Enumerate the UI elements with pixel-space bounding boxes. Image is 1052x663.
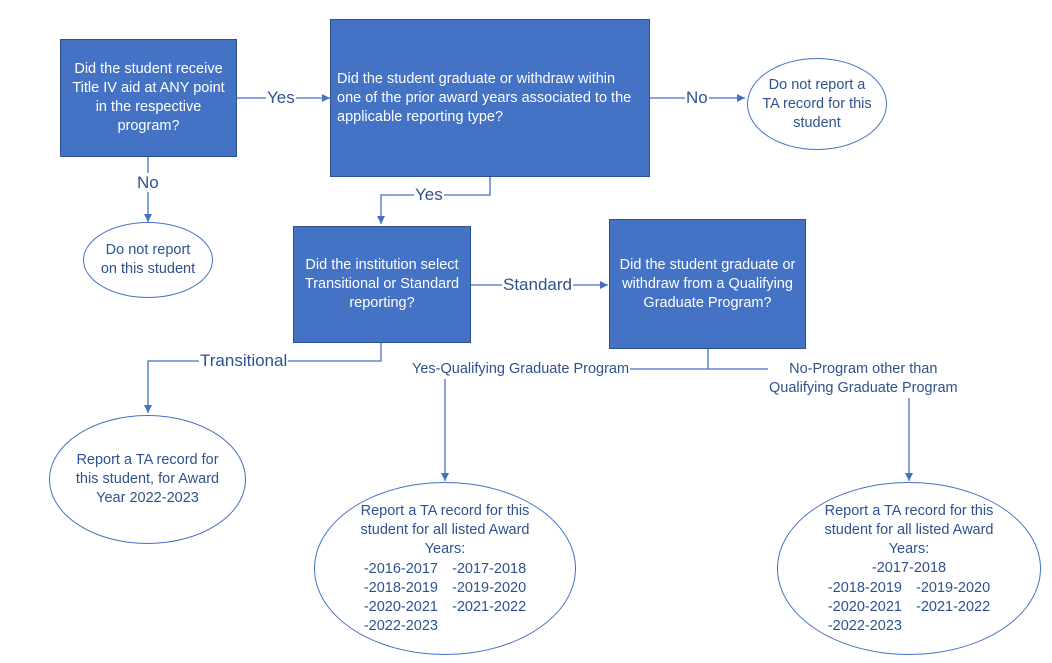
other-year-list: -2018-2019 -2019-2020 -2020-2021 -2021-2…: [828, 579, 990, 636]
year-item: -2022-2023: [363, 617, 438, 634]
year-item: -2016-2017: [363, 560, 438, 577]
year-item: -2018-2019: [827, 579, 902, 596]
year-item: -2018-2019: [363, 579, 438, 596]
year-item: -2017-2018: [871, 559, 947, 576]
decision-graduate-withdraw: Did the student graduate or withdraw wit…: [330, 19, 650, 177]
qualifying-year-list: -2016-2017 -2017-2018 -2018-2019 -2019-2…: [364, 560, 526, 636]
decision-graduate-withdraw-text: Did the student graduate or withdraw wit…: [337, 70, 632, 125]
outcome-report-qualifying: Report a TA record for this student for …: [314, 482, 576, 655]
edge-label-yes-1: Yes: [266, 88, 296, 107]
outcome-do-not-report-student-text: Do not report on this student: [100, 242, 196, 277]
year-item: -2021-2022: [452, 598, 527, 615]
decision-title-iv-text: Did the student receive Title IV aid at …: [72, 61, 225, 134]
outcome-do-not-report-student: Do not report on this student: [83, 222, 213, 298]
outcome-report-transitional-text: Report a TA record for this student, for…: [75, 452, 220, 506]
year-item: -2019-2020: [916, 579, 991, 596]
edge-label-yes-2: Yes: [414, 185, 444, 204]
decision-qualifying-program: Did the student graduate or withdraw fro…: [609, 219, 806, 349]
edge-label-standard: Standard: [502, 275, 573, 294]
decision-reporting-type-text: Did the institution select Transitional …: [304, 257, 460, 311]
year-item: -2021-2022: [916, 598, 991, 615]
edge-label-no-program: No-Program other than Qualifying Graduat…: [768, 360, 959, 398]
decision-reporting-type: Did the institution select Transitional …: [293, 226, 471, 343]
outcome-do-not-report-ta-text: Do not report a TA record for this stude…: [762, 76, 872, 131]
edge-label-transitional: Transitional: [199, 351, 289, 370]
outcome-report-transitional: Report a TA record for this student, for…: [49, 415, 246, 544]
outcome-report-other: Report a TA record for this student for …: [777, 482, 1041, 655]
decision-qualifying-program-text: Did the student graduate or withdraw fro…: [619, 256, 796, 311]
outcome-do-not-report-ta: Do not report a TA record for this stude…: [747, 58, 887, 150]
outcome-report-other-heading: Report a TA record for this student for …: [824, 502, 994, 557]
edge-label-no-2: No: [685, 88, 709, 107]
year-item: -2019-2020: [452, 579, 527, 596]
decision-title-iv: Did the student receive Title IV aid at …: [60, 39, 237, 157]
year-item: -2020-2021: [363, 598, 438, 615]
outcome-report-qualifying-heading: Report a TA record for this student for …: [360, 502, 530, 557]
year-item: -2022-2023: [827, 617, 902, 634]
edge-label-yes-qualifying: Yes-Qualifying Graduate Program: [411, 360, 631, 379]
year-item: -2020-2021: [827, 598, 902, 615]
year-item: -2017-2018: [452, 560, 527, 577]
edge-label-no-1: No: [136, 173, 160, 192]
